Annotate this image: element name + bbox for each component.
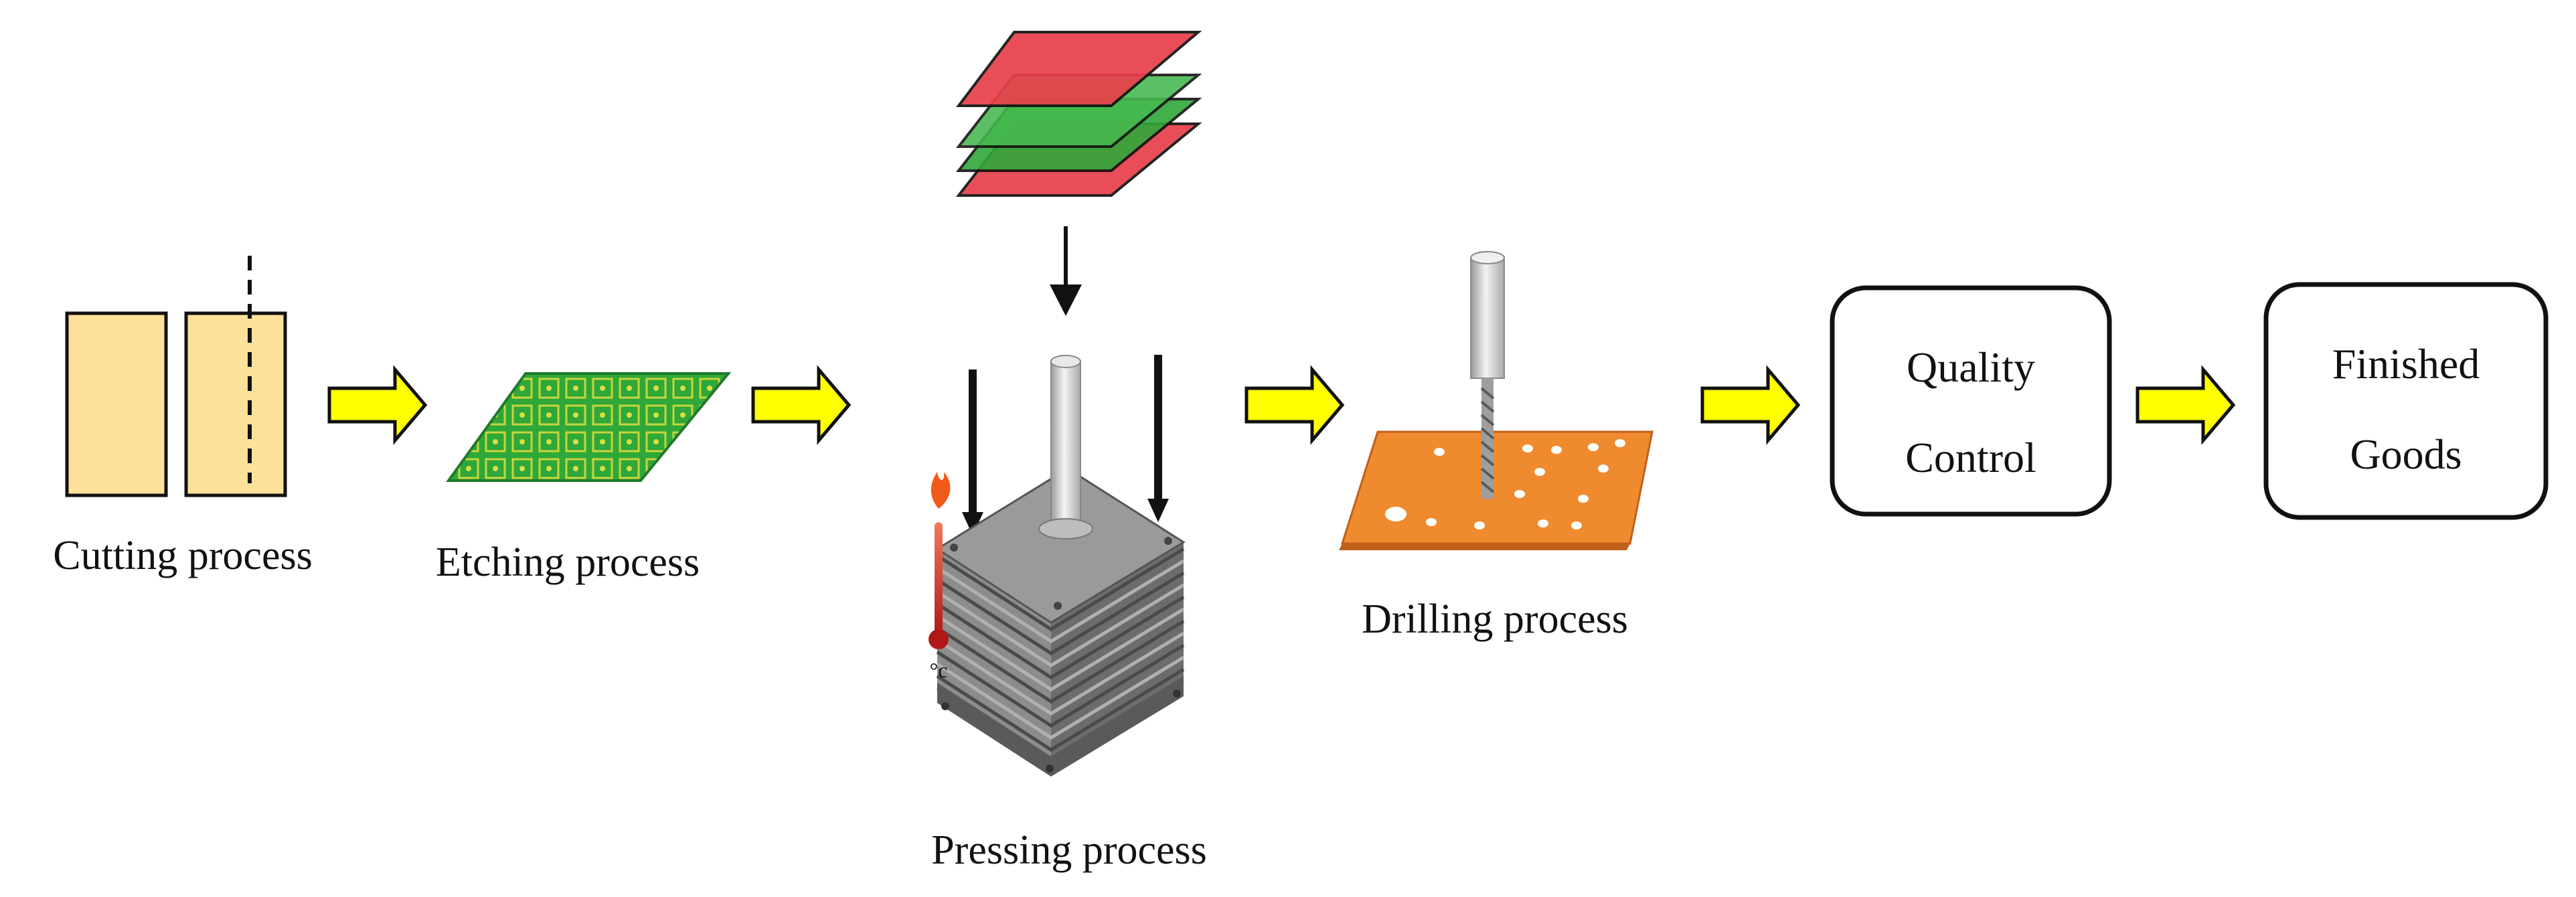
press-layer-line bbox=[936, 619, 1185, 704]
thermometer-unit: °c bbox=[930, 658, 948, 682]
cutting-illustration bbox=[65, 256, 287, 497]
flow-arrow-icon bbox=[327, 365, 428, 445]
drill-hole bbox=[1522, 444, 1533, 453]
drill-bit-flutes bbox=[1480, 387, 1495, 493]
bolt bbox=[1164, 537, 1172, 545]
drill-hole bbox=[1385, 507, 1406, 521]
quality-control-line1: Quality bbox=[1907, 343, 2035, 391]
press-layer-line bbox=[936, 643, 1185, 728]
drill-hole bbox=[1598, 465, 1609, 473]
cutting-label: Cutting process bbox=[53, 533, 312, 578]
press-illustration: °c bbox=[929, 355, 1186, 777]
drill-hole bbox=[1434, 448, 1445, 456]
drill-holes bbox=[1385, 439, 1625, 529]
drill-hole bbox=[1534, 468, 1545, 476]
flow-arrow-icon bbox=[2136, 365, 2236, 445]
press-layer-line bbox=[936, 667, 1185, 752]
drilling-label: Drilling process bbox=[1362, 596, 1628, 642]
flow-arrow-icon bbox=[1244, 365, 1345, 445]
prepreg-layer-top bbox=[955, 31, 1202, 107]
drill-hole bbox=[1615, 439, 1625, 447]
drill-hole bbox=[1474, 521, 1485, 529]
copper-board bbox=[1340, 430, 1654, 545]
press-layers bbox=[936, 547, 1185, 764]
quality-control-box bbox=[1830, 285, 2112, 517]
bolt bbox=[941, 702, 949, 710]
drill-hole bbox=[1514, 490, 1525, 498]
press-ram-top bbox=[1050, 355, 1081, 368]
press-arrow-right-head bbox=[1147, 499, 1169, 522]
bolt bbox=[1046, 764, 1054, 772]
etching-label: Etching process bbox=[436, 540, 700, 585]
drill-body-top bbox=[1470, 251, 1505, 264]
drill-hole bbox=[1538, 519, 1548, 527]
drilling-illustration bbox=[1339, 251, 1654, 550]
press-layer-line bbox=[936, 607, 1185, 691]
press-layer-line bbox=[936, 655, 1185, 740]
press-layer-line bbox=[936, 571, 1185, 655]
thermometer-tube bbox=[935, 522, 943, 636]
drill-hole bbox=[1578, 495, 1589, 503]
pressing-label: Pressing process bbox=[931, 827, 1207, 873]
flow-arrow-icon bbox=[751, 365, 852, 445]
bolt bbox=[1173, 689, 1181, 698]
drill-body bbox=[1470, 257, 1505, 379]
finished-goods-box bbox=[2263, 282, 2549, 520]
bolt bbox=[950, 544, 958, 552]
thermometer-bulb bbox=[929, 629, 949, 649]
drill-hole bbox=[1588, 443, 1599, 451]
drill-hole bbox=[1571, 521, 1582, 529]
drill-hole bbox=[1551, 446, 1562, 454]
press-top-plate bbox=[935, 467, 1186, 624]
drill-hole bbox=[1426, 518, 1437, 526]
press-layer-line bbox=[936, 559, 1185, 643]
paper-sheet-right bbox=[184, 311, 287, 497]
flame-icon bbox=[931, 472, 951, 509]
layer-stack-illustration bbox=[955, 31, 1202, 316]
press-layer-line bbox=[936, 583, 1185, 667]
down-arrow-icon bbox=[1050, 284, 1082, 316]
press-ram bbox=[1050, 361, 1081, 526]
press-arrow-left-head bbox=[962, 512, 983, 536]
pcb-board bbox=[446, 372, 732, 482]
press-layer-line bbox=[936, 547, 1185, 631]
press-layer-line bbox=[936, 631, 1185, 716]
press-bottom-plate bbox=[937, 676, 1184, 777]
finished-goods-line1: Finished bbox=[2332, 340, 2480, 388]
copper-board-edge bbox=[1339, 544, 1630, 550]
paper-sheet-left bbox=[65, 311, 168, 497]
press-layer-line bbox=[936, 595, 1185, 679]
etching-illustration bbox=[446, 372, 732, 482]
bolt bbox=[1054, 602, 1062, 610]
quality-control-line2: Control bbox=[1905, 434, 2036, 481]
finished-goods-line2: Goods bbox=[2350, 430, 2462, 478]
press-ram-base bbox=[1038, 518, 1093, 540]
flow-arrow-icon bbox=[1700, 365, 1801, 445]
